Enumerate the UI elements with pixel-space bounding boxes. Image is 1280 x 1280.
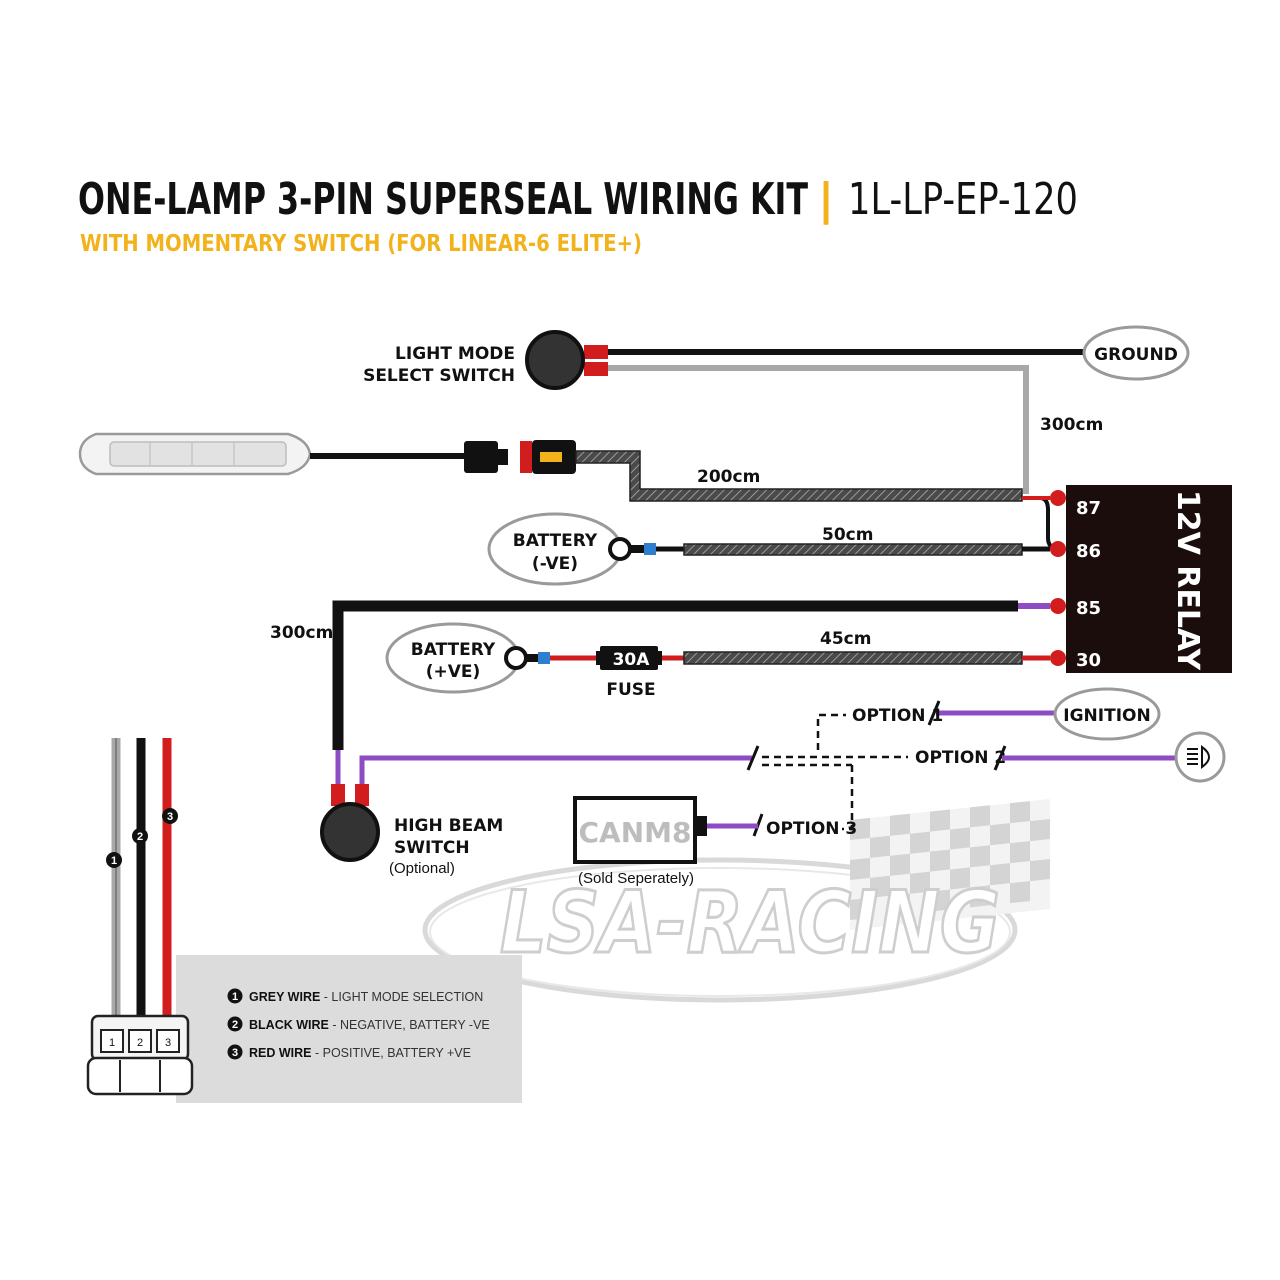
- svg-text:SWITCH: SWITCH: [394, 838, 470, 858]
- loom-45cm: [683, 651, 1023, 665]
- battery-negative-group: BATTERY (-VE) 50cm: [487, 512, 1023, 586]
- svg-text:GROUND: GROUND: [1094, 345, 1178, 365]
- legend-name-3: RED WIRE: [249, 1046, 312, 1060]
- svg-text:1: 1: [111, 855, 117, 867]
- svg-text:300cm: 300cm: [270, 623, 333, 643]
- svg-text:86: 86: [1076, 541, 1101, 562]
- legend-badge-2: [227, 1016, 243, 1032]
- trigger-options-group: OPTION 1 IGNITION OPTION 2 OPTION 3 CANM…: [359, 687, 1226, 887]
- checkered-flag-icon: [850, 798, 1050, 930]
- fuse-30a: [600, 646, 658, 670]
- wire-badge-3: [162, 808, 178, 824]
- svg-text:HIGH BEAM: HIGH BEAM: [394, 816, 503, 836]
- svg-text:3: 3: [232, 1047, 238, 1059]
- legend-badge-1: [227, 988, 243, 1004]
- relay-12v: [1066, 485, 1232, 673]
- legend-name-1: GREY WIRE: [249, 990, 320, 1004]
- watermark-text: LSA-RACING: [500, 873, 1000, 973]
- part-number: 1L-LP-EP-120: [848, 174, 1078, 225]
- light-mode-switch[interactable]: [525, 330, 585, 390]
- svg-text:GREY WIRE - LIGHT MODE SELECTI: GREY WIRE - LIGHT MODE SELECTION: [249, 990, 483, 1004]
- black-300cm-cable: [332, 600, 1018, 750]
- high-beam-icon: [1187, 745, 1210, 769]
- svg-text:IGNITION: IGNITION: [1063, 706, 1150, 726]
- loom-50cm: [683, 543, 1023, 556]
- svg-text:87: 87: [1076, 498, 1101, 519]
- svg-text:(+VE): (+VE): [426, 662, 481, 682]
- legend-item-3: 3 RED WIRE - POSITIVE, BATTERY +VE: [227, 1044, 471, 1060]
- svg-text:2: 2: [232, 1019, 238, 1031]
- superseal-connector: 1 2 3 1 2 3: [86, 738, 194, 1096]
- svg-text:1: 1: [109, 1037, 115, 1049]
- ground-terminal: [1082, 325, 1190, 381]
- legend-desc-2: - NEGATIVE, BATTERY -VE: [329, 1018, 490, 1032]
- harness-plug: [520, 441, 532, 473]
- svg-text:BLACK WIRE - NEGATIVE, BATTERY: BLACK WIRE - NEGATIVE, BATTERY -VE: [249, 1018, 490, 1032]
- svg-text:3: 3: [167, 811, 173, 823]
- lamp-plug: [464, 441, 498, 473]
- title-separator: |: [818, 174, 834, 225]
- svg-text:30: 30: [1076, 650, 1101, 671]
- grey-select-wire: [608, 365, 1029, 494]
- svg-text:RED WIRE - POSITIVE, BATTERY +: RED WIRE - POSITIVE, BATTERY +VE: [249, 1046, 471, 1060]
- page-title: ONE-LAMP 3-PIN SUPERSEAL WIRING KIT: [78, 174, 808, 225]
- header: ONE-LAMP 3-PIN SUPERSEAL WIRING KIT | 1L…: [78, 174, 1078, 257]
- legend-name-2: BLACK WIRE: [249, 1018, 329, 1032]
- ignition-terminal: [1053, 687, 1161, 741]
- loom-200cm: [575, 450, 1023, 502]
- page-subtitle: WITH MOMENTARY SWITCH (FOR LINEAR-6 ELIT…: [80, 231, 642, 257]
- svg-text:BATTERY: BATTERY: [513, 531, 598, 551]
- light-mode-switch-group: LIGHT MODE SELECT SWITCH GROUND 300cm: [363, 325, 1190, 494]
- svg-text:300cm: 300cm: [1040, 415, 1103, 435]
- svg-text:BATTERY: BATTERY: [411, 640, 496, 660]
- svg-text:50cm: 50cm: [822, 525, 873, 545]
- svg-text:85: 85: [1076, 598, 1101, 619]
- svg-text:1: 1: [232, 991, 238, 1003]
- svg-text:2: 2: [137, 831, 143, 843]
- headlight-terminal: [1174, 731, 1226, 783]
- high-beam-purple-wire: [359, 755, 752, 784]
- legend: 1 GREY WIRE - LIGHT MODE SELECTION 2 BLA…: [227, 988, 490, 1060]
- legend-badge-3: [227, 1044, 243, 1060]
- svg-text:OPTION 3: OPTION 3: [766, 819, 857, 839]
- pin85-wire-group: 300cm: [270, 600, 1050, 784]
- svg-text:45cm: 45cm: [820, 629, 871, 649]
- svg-text:3: 3: [165, 1037, 171, 1049]
- legend-item-1: 1 GREY WIRE - LIGHT MODE SELECTION: [227, 988, 483, 1004]
- legend-desc-3: - POSITIVE, BATTERY +VE: [312, 1046, 471, 1060]
- svg-text:OPTION 2: OPTION 2: [915, 748, 1006, 768]
- relay-label: 12V RELAY: [1170, 490, 1205, 671]
- svg-text:30A: 30A: [613, 650, 651, 670]
- svg-text:SELECT SWITCH: SELECT SWITCH: [363, 366, 515, 386]
- wire-badge-2: [132, 828, 148, 844]
- svg-text:(-VE): (-VE): [532, 554, 578, 574]
- lamp-group: 200cm: [78, 432, 1023, 502]
- svg-text:(Sold Seperately): (Sold Seperately): [578, 870, 694, 887]
- svg-text:OPTION 1: OPTION 1: [852, 706, 943, 726]
- watermark-logo: LSA-RACING: [422, 798, 1050, 1003]
- high-beam-switch-group: HIGH BEAM SWITCH (Optional): [320, 784, 503, 877]
- relay-group: 87 86 85 30 12V RELAY: [1022, 485, 1232, 673]
- svg-text:LIGHT MODE: LIGHT MODE: [395, 344, 515, 364]
- svg-text:2: 2: [137, 1037, 143, 1049]
- high-beam-switch[interactable]: [320, 802, 380, 862]
- legend-desc-1: - LIGHT MODE SELECTION: [320, 990, 483, 1004]
- svg-text:200cm: 200cm: [697, 467, 760, 487]
- svg-text:(Optional): (Optional): [389, 860, 455, 877]
- svg-text:FUSE: FUSE: [606, 680, 655, 700]
- battery-positive-group: BATTERY (+VE) 30A FUSE 45cm: [385, 622, 1023, 700]
- svg-text:CANM8: CANM8: [579, 816, 692, 849]
- wire-badge-1: [106, 852, 122, 868]
- legend-item-2: 2 BLACK WIRE - NEGATIVE, BATTERY -VE: [227, 1016, 490, 1032]
